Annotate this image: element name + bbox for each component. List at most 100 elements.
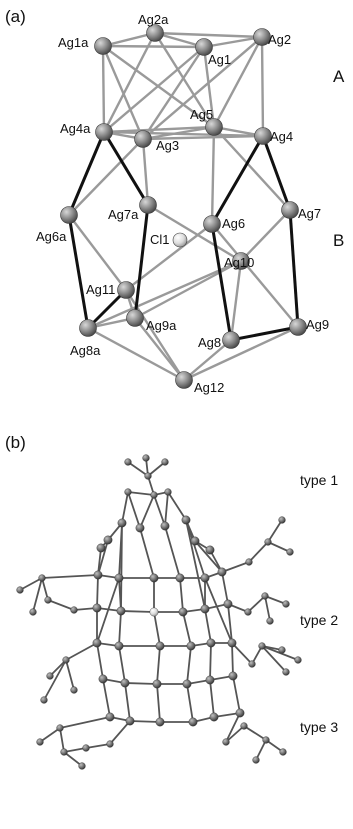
atom-h4 bbox=[181, 515, 191, 525]
bond-ag2a-ag4a bbox=[102, 31, 157, 134]
atom-r4 bbox=[182, 679, 192, 689]
atom-cl1 bbox=[172, 232, 188, 248]
atom-ag9 bbox=[289, 318, 307, 336]
bond-ag7a-ag9a bbox=[133, 203, 150, 320]
atom-ag1a bbox=[94, 37, 112, 55]
bond-L10-L12 bbox=[59, 727, 65, 753]
atom-h3 bbox=[160, 521, 170, 531]
bond-ag2a-ag5 bbox=[153, 31, 216, 129]
layer-a-label: A bbox=[333, 67, 345, 86]
atom-label-ag3: Ag3 bbox=[156, 138, 179, 153]
atom-t6 bbox=[150, 491, 158, 499]
atom-R2 bbox=[278, 516, 286, 524]
bond-ag1-ag4a bbox=[102, 45, 206, 134]
atom-m3 bbox=[149, 573, 159, 583]
bond-m6-n6 bbox=[221, 571, 229, 605]
bond-ag11-ag8a bbox=[86, 288, 128, 330]
atom-q2 bbox=[114, 641, 124, 651]
atom-t3 bbox=[144, 472, 152, 480]
bond-n4-q4 bbox=[182, 611, 192, 647]
atom-ag3 bbox=[134, 130, 152, 148]
bond-ag2-ag5 bbox=[212, 35, 264, 129]
atom-ag8a bbox=[79, 319, 97, 337]
bond-t5-h3 bbox=[164, 491, 169, 527]
bond-ag8a-ag12 bbox=[86, 326, 186, 382]
bond-ag5-ag7 bbox=[212, 125, 292, 212]
bond-ag1-ag2 bbox=[202, 35, 264, 49]
bond-ag8-ag9 bbox=[229, 325, 300, 342]
bond-ag10-ag8 bbox=[229, 259, 243, 342]
bond-L15-L13 bbox=[85, 743, 111, 749]
atom-r3 bbox=[152, 679, 162, 689]
atom-ag2a bbox=[146, 24, 164, 42]
atom-L14 bbox=[78, 762, 86, 770]
bond-ag3-ag6a bbox=[67, 137, 145, 217]
panel-b-atoms bbox=[16, 454, 302, 770]
atom-n6 bbox=[223, 599, 233, 609]
atom-t5 bbox=[164, 488, 172, 496]
bond-L12-L14 bbox=[63, 751, 83, 767]
bond-ag6a-ag8a bbox=[67, 213, 90, 330]
bond-m4-n4 bbox=[179, 577, 184, 613]
bond-R9-R12 bbox=[261, 645, 287, 673]
bond-n6-q6 bbox=[227, 603, 233, 644]
atom-L5 bbox=[70, 606, 78, 614]
bond-ag1-ag5 bbox=[202, 45, 216, 129]
atom-label-ag5: Ag5 bbox=[190, 107, 213, 122]
panel-a: (a) A B Ag2a Ag1a Ag1 Ag2 Ag5 Ag4a Ag3 A… bbox=[5, 7, 345, 395]
bond-ag2-ag3 bbox=[141, 35, 264, 141]
bond-L5-L3 bbox=[47, 599, 75, 611]
atom-q6 bbox=[227, 638, 237, 648]
atom-L4 bbox=[29, 608, 37, 616]
atom-ag2 bbox=[253, 28, 271, 46]
bond-ag6-ag8 bbox=[210, 222, 233, 342]
panel-b-label: (b) bbox=[5, 433, 26, 452]
bond-ag4-ag6 bbox=[210, 134, 265, 226]
bond-r6-s6 bbox=[232, 675, 241, 714]
atom-L11 bbox=[36, 738, 44, 746]
bond-r4-s4 bbox=[186, 683, 194, 723]
atom-label-ag2a: Ag2a bbox=[138, 12, 169, 27]
bond-h2-m3 bbox=[139, 527, 155, 579]
bond-t4-h1 bbox=[121, 491, 129, 524]
atom-R6 bbox=[282, 600, 290, 608]
atom-m4 bbox=[175, 573, 185, 583]
atom-R17 bbox=[252, 756, 260, 764]
bond-R5-R6 bbox=[264, 595, 287, 605]
atom-L2 bbox=[16, 586, 24, 594]
atom-R7 bbox=[266, 617, 274, 625]
atom-L15 bbox=[106, 740, 114, 748]
bond-s2-L15 bbox=[109, 720, 131, 745]
atom-ag7 bbox=[281, 201, 299, 219]
bond-h4-m5 bbox=[185, 519, 206, 579]
atom-m2 bbox=[114, 573, 124, 583]
atom-t1 bbox=[124, 458, 132, 466]
bond-r2-s2 bbox=[124, 682, 131, 722]
atom-L6 bbox=[62, 656, 70, 664]
type-1-label: type 1 bbox=[300, 472, 338, 488]
bond-L1-L3 bbox=[41, 577, 49, 601]
atom-n1 bbox=[92, 603, 102, 613]
atom-label-ag6a: Ag6a bbox=[36, 229, 67, 244]
bond-ag1a-ag5 bbox=[101, 44, 216, 129]
bond-n2-q2 bbox=[118, 610, 122, 647]
bond-h3-m4 bbox=[164, 525, 181, 579]
atom-L13 bbox=[82, 744, 90, 752]
bond-h7-m1 bbox=[97, 547, 102, 576]
atom-ag4 bbox=[254, 127, 272, 145]
bond-L12-L13 bbox=[63, 747, 87, 753]
bond-ag9-ag12 bbox=[182, 325, 300, 382]
atom-ag1 bbox=[195, 38, 213, 56]
bond-R9-R11 bbox=[261, 645, 299, 661]
bond-ag2a-ag2 bbox=[153, 31, 264, 39]
bond-ag1a-ag4a bbox=[101, 44, 106, 134]
atom-s4 bbox=[188, 717, 198, 727]
atom-label-ag2: Ag2 bbox=[268, 32, 291, 47]
bond-R1-R2 bbox=[267, 519, 283, 543]
bond-ag4a-ag6a bbox=[67, 130, 106, 217]
atom-q1 bbox=[92, 638, 102, 648]
atom-q4 bbox=[186, 641, 196, 651]
bond-R18-R14 bbox=[225, 725, 245, 743]
atom-L10 bbox=[56, 724, 64, 732]
